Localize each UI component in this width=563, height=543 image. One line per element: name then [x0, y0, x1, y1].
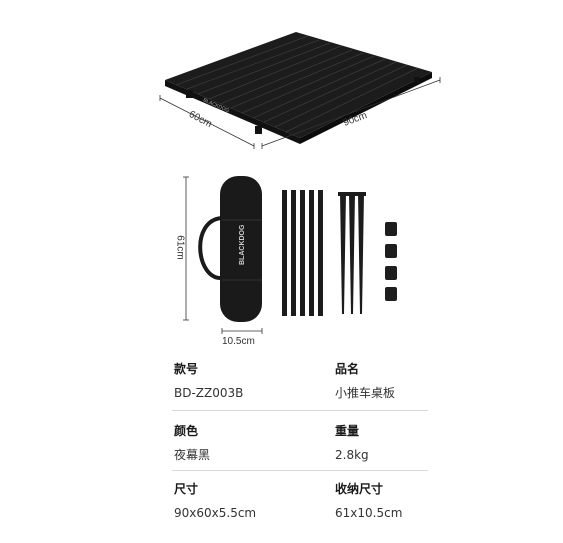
- spec-row: 颜色 夜幕黑 重量 2.8kg: [0, 422, 563, 476]
- spec-value: 61x10.5cm: [335, 506, 403, 520]
- table-dimension-lines: [159, 77, 441, 149]
- divider: [172, 470, 428, 471]
- spec-label: 重量: [335, 424, 360, 438]
- spec-value: 夜幕黑: [174, 448, 211, 462]
- spec-model: 款号 BD-ZZ003B: [174, 360, 374, 402]
- spec-row: 尺寸 90x60x5.5cm 收纳尺寸 61x10.5cm: [0, 480, 563, 534]
- bag-width-label: 10.5cm: [222, 336, 255, 347]
- spec-color: 颜色 夜幕黑: [174, 422, 374, 464]
- spec-row: 款号 BD-ZZ003B 品名 小推车桌板: [0, 360, 563, 414]
- bag-width-dimension: [221, 328, 263, 334]
- leg-poles: [282, 190, 323, 316]
- bag-height-dimension: [183, 176, 189, 321]
- spec-value: 小推车桌板: [335, 386, 396, 400]
- spec-value: 2.8kg: [335, 448, 369, 462]
- spec-size: 尺寸 90x60x5.5cm: [174, 480, 374, 522]
- spec-label: 收纳尺寸: [335, 482, 384, 496]
- spec-weight: 重量 2.8kg: [335, 422, 535, 464]
- divider: [172, 410, 428, 411]
- spec-label: 尺寸: [174, 482, 199, 496]
- support-stakes: [338, 192, 366, 314]
- spec-value: 90x60x5.5cm: [174, 506, 257, 520]
- spec-label: 品名: [335, 362, 360, 376]
- spec-product-name: 品名 小推车桌板: [335, 360, 535, 402]
- spec-label: 款号: [174, 362, 199, 376]
- bag-brand-text: BLACKDOG: [239, 224, 246, 265]
- product-illustration: BLACKDOG BLACKDOG: [159, 32, 441, 347]
- product-drawing: BLACKDOG BLACKDOG: [159, 32, 441, 334]
- spec-value: BD-ZZ003B: [174, 386, 244, 400]
- spec-label: 颜色: [174, 424, 199, 438]
- table-top: [165, 32, 432, 144]
- storage-bag: BLACKDOG: [198, 176, 262, 322]
- bag-height-label: 61cm: [174, 235, 186, 260]
- spec-storage-size: 收纳尺寸 61x10.5cm: [335, 480, 535, 522]
- connector-pieces: [385, 222, 397, 301]
